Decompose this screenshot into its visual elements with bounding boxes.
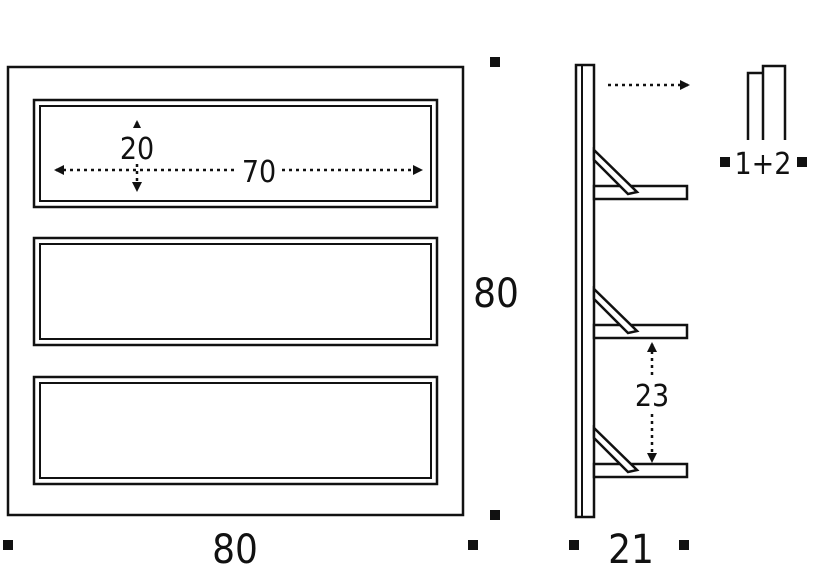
compartment-height-label: 20 [120,132,154,167]
compartment-middle [32,236,439,347]
side-shelf-top [592,147,689,201]
corner-mark [679,540,689,550]
side-shelf-bottom [592,425,689,479]
detail-mark-left [720,157,730,167]
front-view: 20 70 80 80 [3,57,519,573]
side-shelf-middle [592,286,689,340]
detail-label: 1+2 [735,147,792,182]
corner-mark [3,540,13,550]
depth-label: 21 [608,527,654,573]
shelf-spacing-label: 23 [635,379,669,414]
compartment-width-label: 70 [242,155,276,190]
corner-mark [490,510,500,520]
corner-mark [569,540,579,550]
side-view: 23 21 [569,63,690,573]
width-label: 80 [212,527,258,573]
detail-mark-right [797,157,807,167]
height-label: 80 [473,271,519,317]
compartment-top [32,98,439,209]
compartment-bottom [32,375,439,486]
corner-mark [468,540,478,550]
corner-mark [490,57,500,67]
side-back-panel [574,63,596,519]
detail-view: 1+2 [720,64,807,182]
